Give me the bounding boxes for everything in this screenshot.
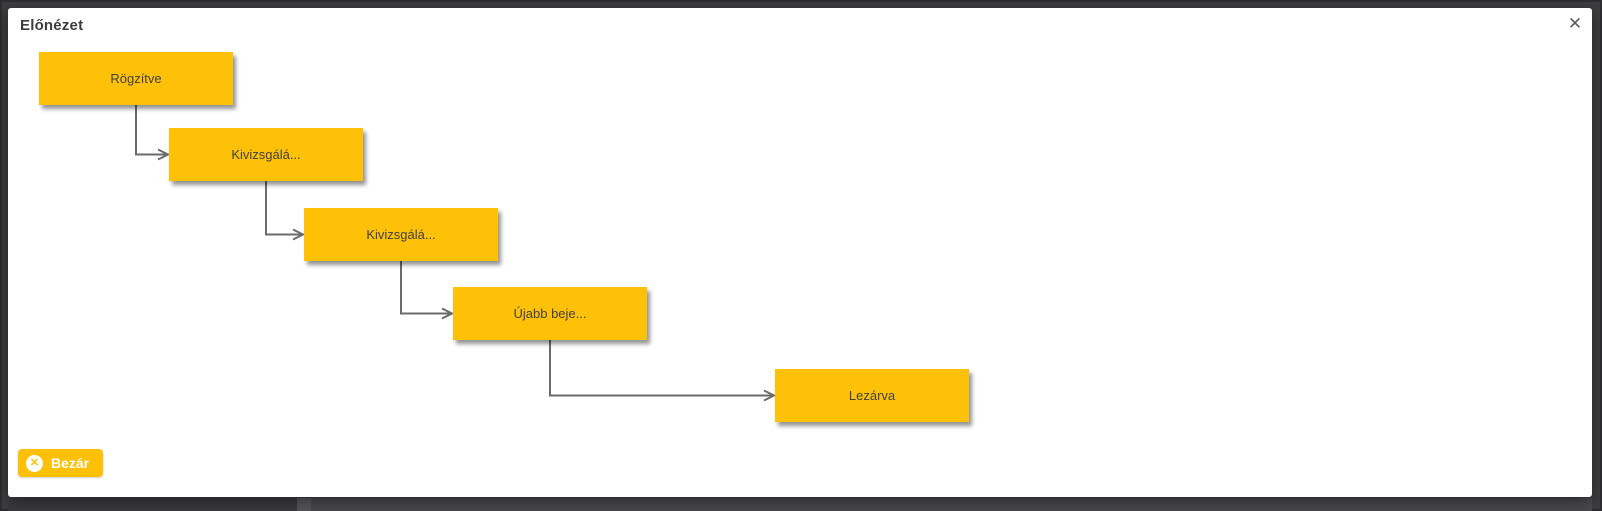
background-page-bottom-divider xyxy=(297,498,311,511)
background-page-bottom-left-segment xyxy=(8,498,297,511)
workflow-edges-layer xyxy=(135,105,777,402)
close-button-x-circle-icon: ✕ xyxy=(26,454,43,472)
background-page-bottom-right-segment xyxy=(311,498,1592,511)
workflow-edge xyxy=(265,181,303,236)
workflow-edge-arrowhead-icon xyxy=(763,389,777,402)
flow-node: Újabb beje... xyxy=(453,287,647,340)
flow-node: Lezárva xyxy=(775,369,969,422)
close-button-label: Bezár xyxy=(51,455,90,471)
close-button[interactable]: ✕ Bezár xyxy=(18,449,104,477)
workflow-edge xyxy=(400,261,452,315)
close-icon[interactable]: ✕ xyxy=(1567,14,1583,33)
workflow-edge xyxy=(135,105,168,156)
dialog-title: Előnézet xyxy=(20,17,84,34)
workflow-edge-arrowhead-icon xyxy=(157,148,171,161)
workflow-edge-arrowhead-icon xyxy=(292,228,306,241)
workflow-edge xyxy=(549,340,774,397)
flow-node: Kivizsgálá... xyxy=(304,208,498,261)
workflow-edge-arrowhead-icon xyxy=(441,307,455,320)
flow-node: Rögzítve xyxy=(39,52,233,105)
flow-node: Kivizsgálá... xyxy=(169,128,363,181)
